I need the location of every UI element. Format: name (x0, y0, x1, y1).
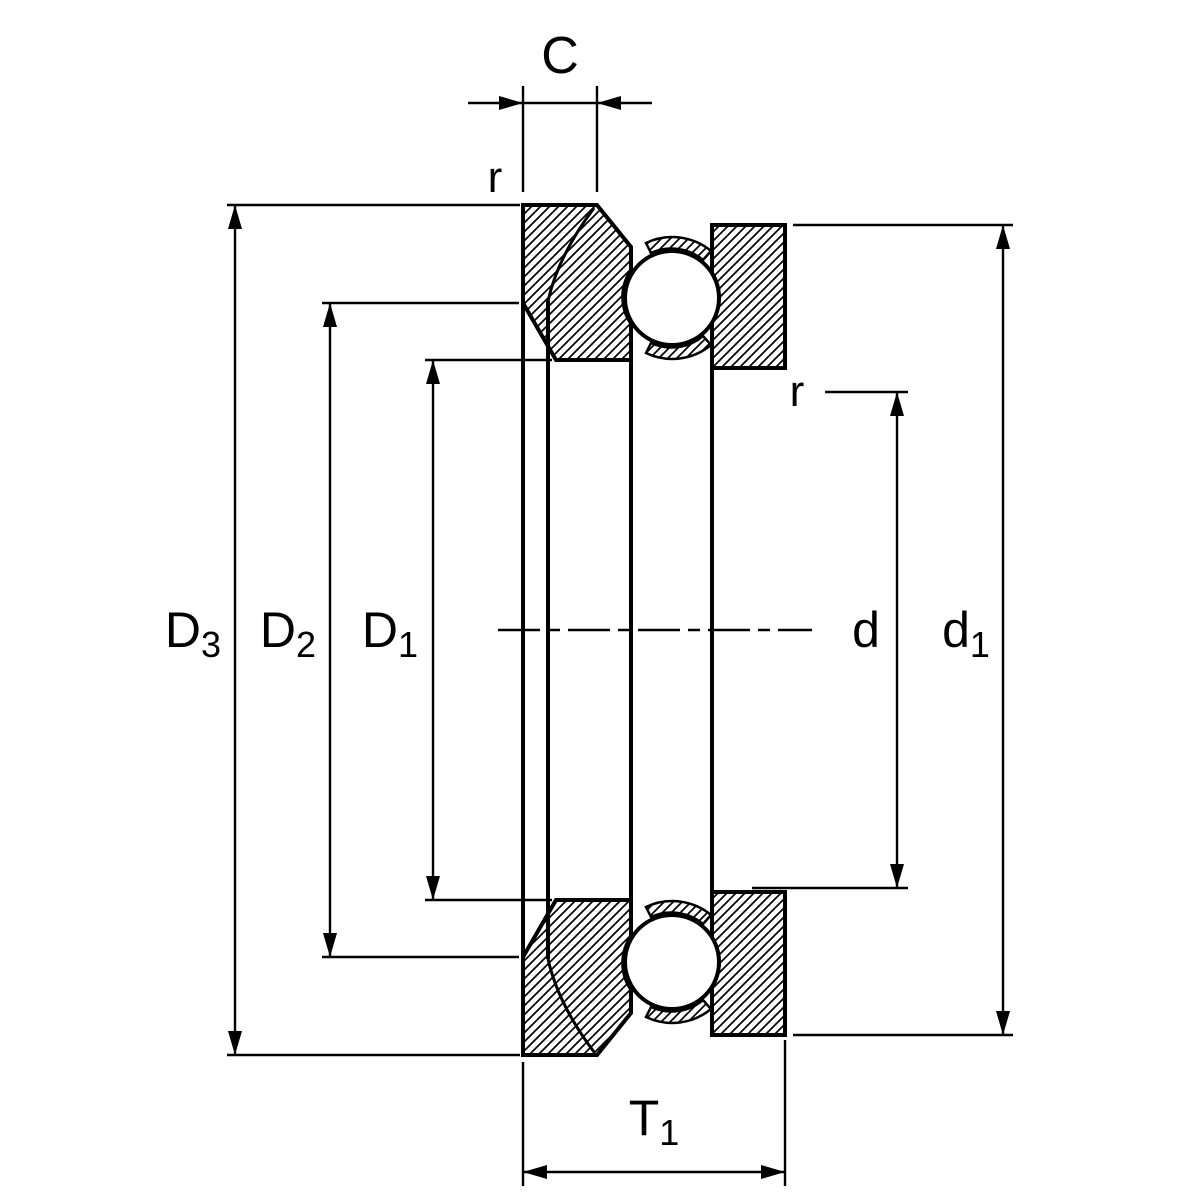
d1-left-label: D1 (362, 602, 418, 665)
housing-washer-section-bottom (521, 898, 633, 1057)
d1-right-arrow-down (996, 1011, 1010, 1035)
sphere-seat-line-bottom (546, 958, 596, 1053)
c-arrow-right (597, 96, 621, 110)
d2-arrow-up (323, 303, 337, 327)
d-arrow-down (890, 864, 904, 888)
cage-section-bottom-outer (644, 998, 713, 1025)
d3-label: D3 (165, 602, 221, 665)
d1-left-arrow-up (426, 360, 440, 384)
dimension-d: d r (752, 367, 908, 890)
r-label-top: r (488, 153, 503, 202)
cage-section-bottom-inner (644, 899, 713, 926)
dimension-d3: D3 (165, 203, 520, 1057)
dimension-d1-left: D1 (362, 358, 552, 902)
r-label-right: r (790, 367, 805, 416)
d2-arrow-down (323, 933, 337, 957)
dimension-d1-right: d1 (793, 223, 1013, 1037)
d1-left-arrow-down (426, 876, 440, 900)
t1-arrow-right (761, 1165, 785, 1179)
dimension-c: C r (468, 27, 652, 202)
d-arrow-up (890, 392, 904, 416)
dimension-t1: T1 (521, 1040, 787, 1186)
shaft-washer-section-bottom (710, 890, 787, 1037)
c-label: C (541, 27, 579, 85)
cage-section-top-outer (644, 235, 713, 262)
dimension-d2: D2 (260, 301, 519, 959)
d3-arrow-down (228, 1031, 242, 1055)
d2-label: D2 (260, 602, 316, 665)
t1-arrow-left (523, 1165, 547, 1179)
d-label: d (852, 602, 880, 658)
d1-right-label: d1 (942, 602, 990, 665)
shaft-washer-section-top (710, 223, 787, 370)
sphere-seat-line-top (546, 207, 596, 302)
d1-right-arrow-up (996, 225, 1010, 249)
housing-washer-section-top (521, 203, 633, 362)
bearing-parts (521, 203, 787, 1057)
t1-label: T1 (629, 1090, 680, 1153)
ball-bottom (623, 913, 721, 1011)
ball-top (623, 249, 721, 347)
cage-section-top-inner (644, 334, 713, 361)
d3-arrow-up (228, 205, 242, 229)
c-arrow-left (499, 96, 523, 110)
